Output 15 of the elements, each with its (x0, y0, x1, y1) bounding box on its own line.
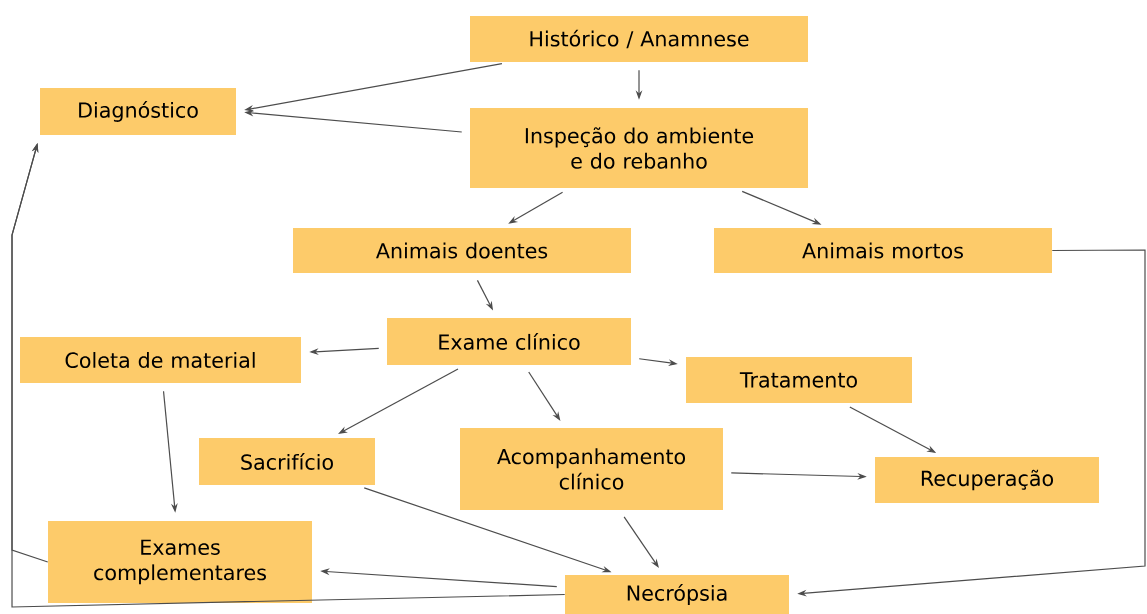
process-box: Coleta de material (20, 337, 301, 383)
process-box: Recuperação (875, 457, 1099, 503)
process-box: Exames complementares (48, 521, 312, 603)
arrow (528, 371, 561, 421)
process-box: Inspeção do ambiente e do rebanho (470, 108, 808, 188)
process-box: Acompanhamento clínico (460, 428, 723, 510)
process-box: Histórico / Anamnese (470, 16, 808, 62)
process-box: Animais mortos (714, 228, 1052, 273)
process-box: Sacrifício (199, 438, 375, 485)
process-box: Tratamento (686, 357, 912, 403)
process-box: Diagnóstico (40, 88, 236, 135)
process-box: Necrópsia (565, 575, 789, 614)
process-box: Animais doentes (293, 228, 631, 273)
arrow (338, 368, 459, 434)
process-box: Exame clínico (387, 318, 631, 365)
